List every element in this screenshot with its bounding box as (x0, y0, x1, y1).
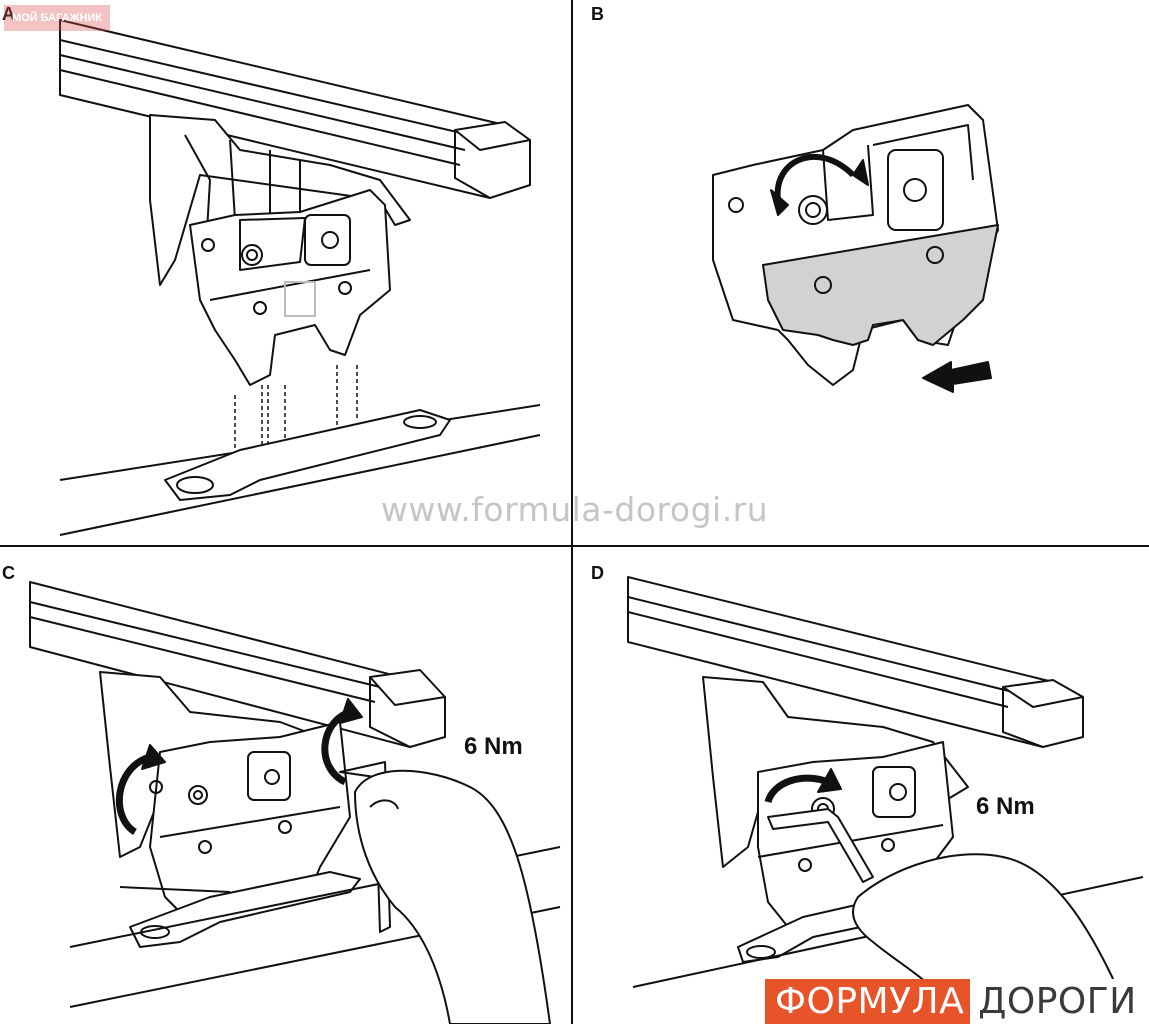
torque-label-d: 6 Nm (976, 793, 1035, 820)
panel-label-d: D (591, 563, 604, 583)
tightening-left-illustration (29, 581, 561, 1024)
panel-label-a: A (2, 4, 15, 24)
bracket-closeup-illustration (712, 104, 999, 393)
roof-bar-foot-exploded-illustration (59, 19, 541, 536)
tightening-right-illustration (627, 576, 1144, 1024)
panel-d: D 6 Nm (573, 547, 1149, 1024)
panel-b: B (573, 0, 1149, 545)
panel-divider-horizontal (0, 545, 1149, 547)
logo-part-2: ДОРОГИ (970, 979, 1145, 1024)
source-stamp: МОЙ БАГАЖНИК (4, 5, 111, 31)
panel-c: C 6 Nm (0, 547, 571, 1024)
panel-label-c: C (2, 563, 15, 583)
panel-divider-vertical (571, 0, 573, 1024)
watermark-url: www.formula-dorogi.ru (380, 490, 769, 529)
torque-label-c: 6 Nm (464, 733, 523, 760)
panel-label-b: B (591, 4, 604, 24)
panel-a: A (0, 0, 571, 545)
brand-logo: ФОРМУЛА ДОРОГИ (765, 979, 1145, 1024)
logo-part-1: ФОРМУЛА (765, 979, 971, 1024)
